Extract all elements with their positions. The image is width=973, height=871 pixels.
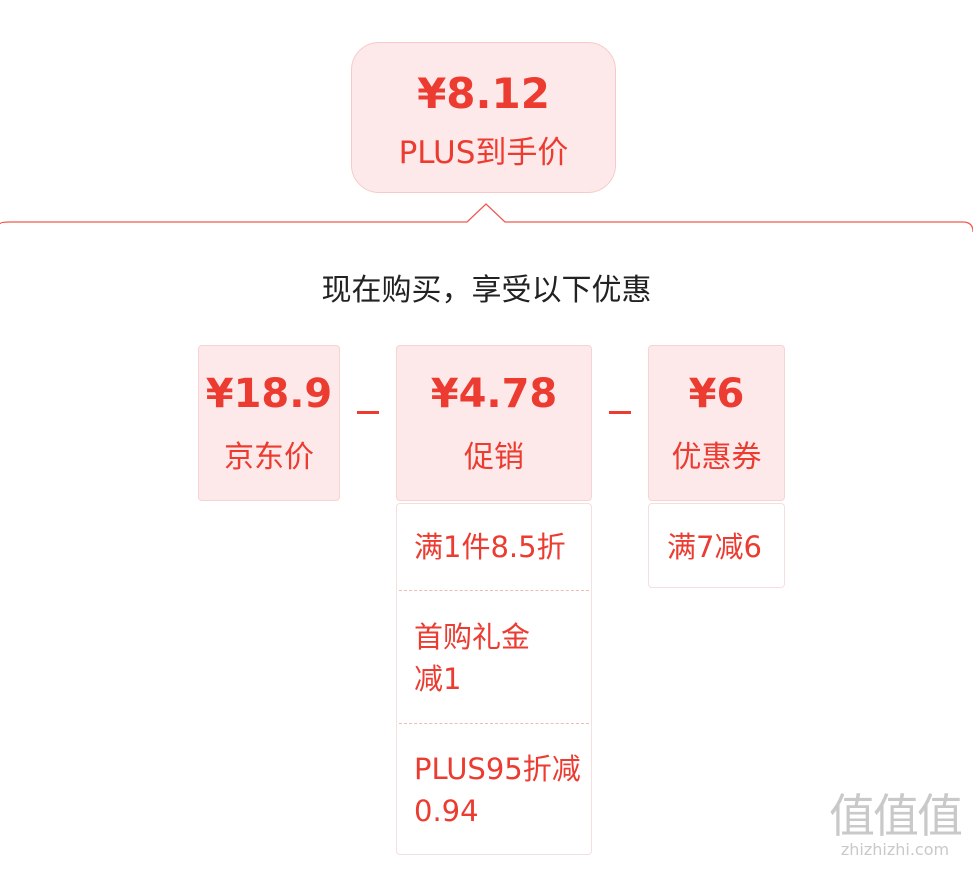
watermark-glyphs: 值值值 — [829, 789, 963, 843]
promotion-card[interactable]: ¥4.78 促销 — [396, 345, 592, 501]
final-price: ¥8.12 — [417, 69, 550, 118]
panel-heading: 现在购买，享受以下优惠 — [321, 273, 652, 308]
jd-price-label: 京东价 — [224, 440, 314, 475]
promotion-amount: ¥4.78 — [430, 371, 558, 417]
promotion-label: 促销 — [464, 440, 524, 475]
coupon-detail-item: 满7减6 — [667, 530, 762, 564]
watermark-logo: 值值值 zhizhizhi.com — [820, 790, 970, 860]
promotion-detail-item: PLUS95折减0.94 — [414, 752, 581, 828]
promotion-detail-item: 首购礼金减1 — [414, 620, 531, 696]
minus-sign — [357, 411, 379, 414]
promotion-details: 满1件8.5折 首购礼金减1 PLUS95折减0.94 — [396, 503, 592, 855]
coupon-details: 满7减6 — [648, 503, 785, 588]
coupon-amount: ¥6 — [688, 371, 745, 417]
promotion-detail-item: 满1件8.5折 — [414, 530, 566, 564]
divider — [399, 590, 589, 591]
minus-sign — [609, 411, 631, 414]
jd-price-card: ¥18.9 京东价 — [198, 345, 340, 501]
panel-outline — [0, 203, 973, 233]
final-price-label: PLUS到手价 — [398, 135, 569, 171]
watermark-url: zhizhizhi.com — [840, 840, 950, 859]
coupon-label: 优惠券 — [671, 440, 762, 475]
divider — [399, 723, 589, 724]
coupon-card[interactable]: ¥6 优惠券 — [648, 345, 785, 501]
final-price-badge: ¥8.12 PLUS到手价 — [351, 42, 616, 193]
jd-price-amount: ¥18.9 — [205, 371, 333, 417]
